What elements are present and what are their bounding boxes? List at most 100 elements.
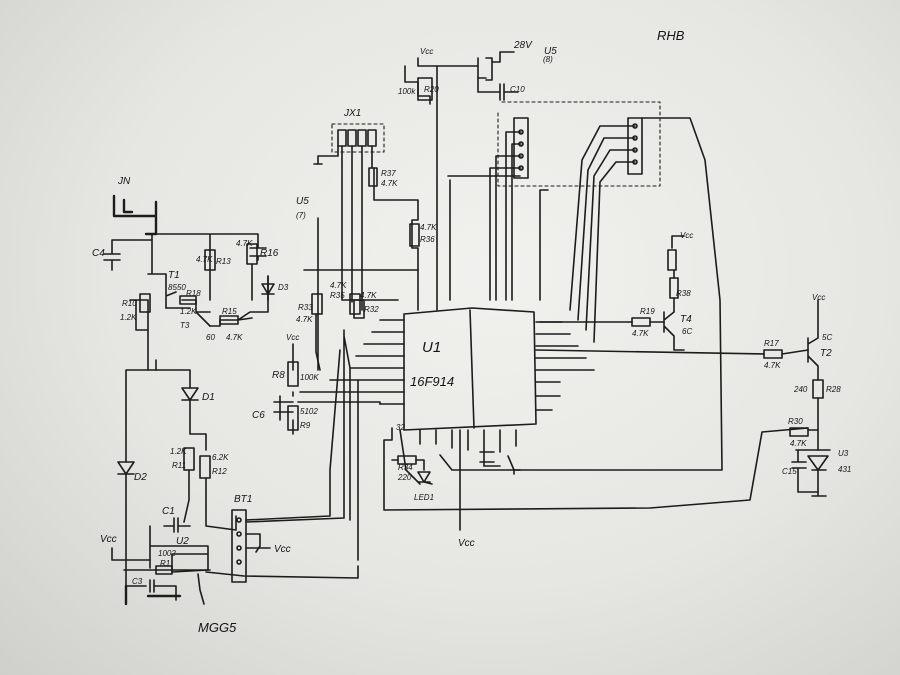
label-r28-val: 240 [793,385,808,394]
r10-resistor [139,293,151,313]
r37-resistor [368,167,378,187]
r19-resistor [631,317,651,327]
label-u3: U3 [838,449,849,458]
label-vcc-r8: Vcc [286,333,299,342]
r1-resistor [155,565,173,575]
label-r12-val: 6.2K [212,453,229,462]
label-vcc-bottom: Vcc [458,538,475,549]
label-jx1: JX1 [343,108,361,119]
label-r35: R35 [330,291,345,300]
r35-resistor [349,293,361,315]
r13-resistor [204,249,216,271]
label-r34-val: 220 [397,473,412,482]
label-u1-type: 16F914 [410,374,454,389]
header-connectors [439,101,723,471]
label-u2-val: 1002 [158,549,176,558]
label-c3: C3 [132,577,143,586]
label-u5-mid-pin: (7) [296,211,306,220]
label-r30-val: 4.7K [790,439,807,448]
u1-microcontroller [299,307,809,531]
jn-charge-circuit [103,194,275,371]
label-r15: R15 [222,307,237,316]
label-t3-val: 60 [206,333,215,342]
label-u5-top: U5 [544,46,557,57]
r15-resistor [219,315,239,325]
label-u1: U1 [422,339,441,356]
label-28v: 28V [513,40,533,51]
r33-resistor [311,293,323,315]
bt1-connector [231,509,247,583]
label-d1: D1 [202,392,215,403]
label-r8-val: 100K [300,373,319,382]
label-r36: R36 [420,235,435,244]
label-c1: C1 [162,506,175,517]
r36-resistor [409,223,420,247]
label-d3: D3 [278,283,289,292]
label-vcc-bt: Vcc [274,544,291,555]
label-r11-val: 1.2K [170,447,187,456]
t4-switch [627,235,685,351]
label-r34: R34 [398,463,413,472]
r20-resistor [417,77,433,101]
label-mgg5: MGG5 [198,620,237,635]
t2-regulator [535,299,831,497]
jx1-connector [313,123,420,311]
label-r30: R30 [788,417,803,426]
r32-resistor [353,299,365,319]
label-vcc-t2: Vcc [812,293,825,302]
label-t4-val: 6C [682,327,692,336]
label-c15: C15 [782,467,797,476]
schematic-labels: RHB 28V U5 (8) Vcc R20 100k C10 JX1 R37 … [92,28,851,635]
label-t3: T3 [180,321,190,330]
label-r32-val: 4.7K [360,291,377,300]
label-r13-val: 4.7K [196,255,213,264]
label-r10: R10 [122,299,137,308]
label-bt1: BT1 [234,494,252,505]
label-r28: R28 [826,385,841,394]
label-r32: R32 [364,305,379,314]
r28-resistor [812,379,824,399]
label-r36-val: 4.7K [420,223,437,232]
label-c4: C4 [92,248,105,259]
label-t1: T1 [168,270,180,281]
label-rhb: RHB [657,28,685,43]
r17-resistor [763,349,783,359]
label-u2: U2 [176,536,189,547]
label-t4: T4 [680,314,692,325]
label-t2-val: 5C [822,333,832,342]
label-r18: R18 [186,289,201,298]
label-u3-val: 431 [838,465,851,474]
label-c10: C10 [510,85,525,94]
label-r9-val: 5102 [300,407,318,416]
label-r10-val: 1.2K [120,313,137,322]
label-r20-val: 100k [398,87,416,96]
label-r8: R8 [272,370,285,381]
led-indicator [391,455,433,485]
label-r33: R33 [298,303,313,312]
label-t1-type: 8550 [168,283,186,292]
label-d2: D2 [134,472,147,483]
label-vcc-t4: Vcc [680,231,693,240]
label-r1: R1 [160,559,170,568]
label-r18-val: 1.2K [180,307,197,316]
label-r33-val: 4.7K [296,315,313,324]
label-r19: R19 [640,307,655,316]
label-vcc-top: Vcc [420,47,433,56]
label-r11: R11 [172,461,186,470]
label-r17: R17 [764,339,779,348]
label-r13: R13 [216,257,231,266]
battery-charge-block [111,329,359,606]
label-r20: R20 [424,85,439,94]
sense-resistors [273,217,419,435]
top-supply-block [404,51,519,311]
label-r16-val: 4.7K [236,239,253,248]
label-r19-val: 4.7K [632,329,649,338]
r38-resistor [667,249,677,271]
label-r38: R38 [676,289,691,298]
label-r37: R37 [381,169,396,178]
label-r37-val: 4.7K [381,179,398,188]
r18-resistor [179,295,197,305]
label-r9: R9 [300,421,311,430]
r9-resistor [287,405,299,431]
r30-resistor [789,427,809,437]
